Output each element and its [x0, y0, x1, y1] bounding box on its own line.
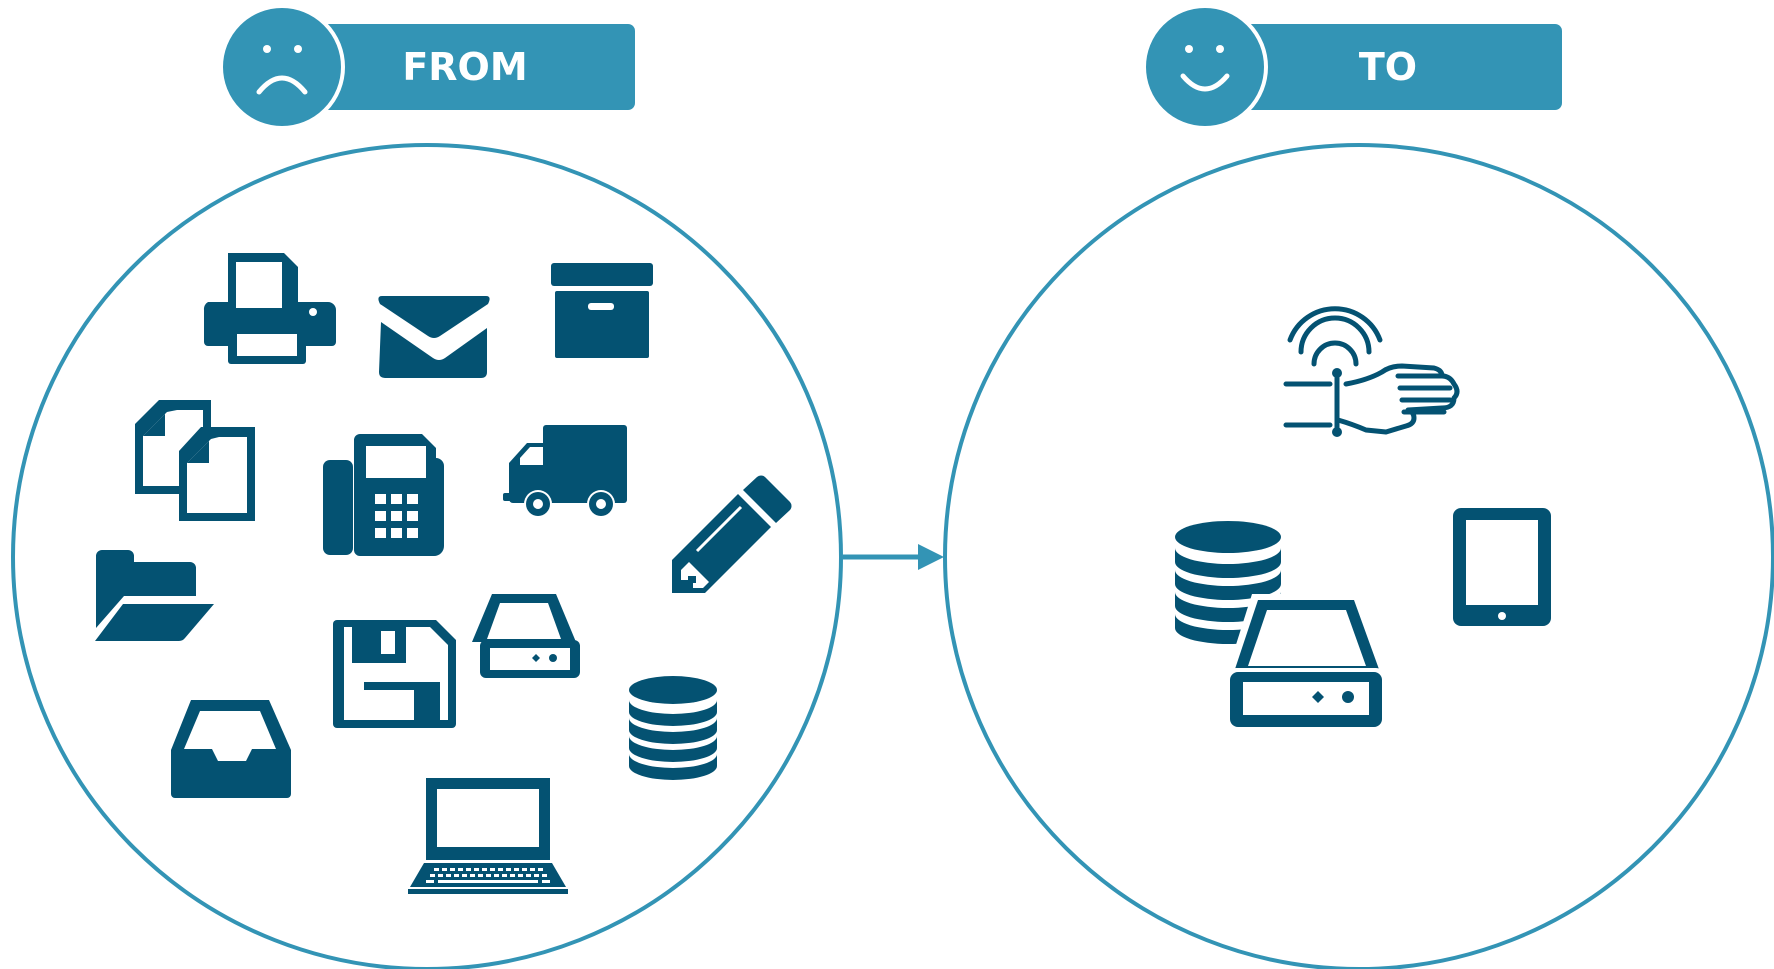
to-header: TO: [1142, 4, 1562, 130]
to-header-banner: [1225, 24, 1562, 110]
delivery-truck-icon: [503, 425, 627, 518]
archive-box-icon: [551, 263, 653, 358]
printer-icon: [203, 253, 336, 364]
laptop-icon: [408, 778, 568, 894]
fax-machine-icon: [323, 434, 444, 556]
server-drive-icon: [1226, 594, 1386, 730]
copy-documents-icon: [135, 400, 255, 521]
sad-face-icon: [256, 45, 308, 95]
envelope-icon: [378, 296, 490, 378]
floppy-disk-icon: [333, 620, 456, 728]
to-header-badge: [1142, 4, 1268, 130]
pencil-icon: [672, 475, 792, 593]
open-folder-icon: [95, 550, 214, 641]
tablet-icon: [1453, 508, 1551, 626]
arrow-right-icon: [843, 544, 944, 570]
from-header: FROM: [219, 4, 635, 130]
inbox-tray-icon: [171, 700, 291, 798]
to-circle: [943, 143, 1774, 969]
to-header-label: TO: [1359, 45, 1417, 89]
happy-face-icon: [1180, 45, 1230, 92]
from-header-badge: [219, 4, 345, 130]
database-icon: [629, 676, 717, 780]
contactless-payment-icon: [1283, 306, 1460, 437]
from-header-label: FROM: [402, 45, 527, 89]
from-header-banner: [300, 24, 635, 110]
from-circle: [11, 143, 843, 969]
external-drive-icon: [472, 594, 580, 678]
